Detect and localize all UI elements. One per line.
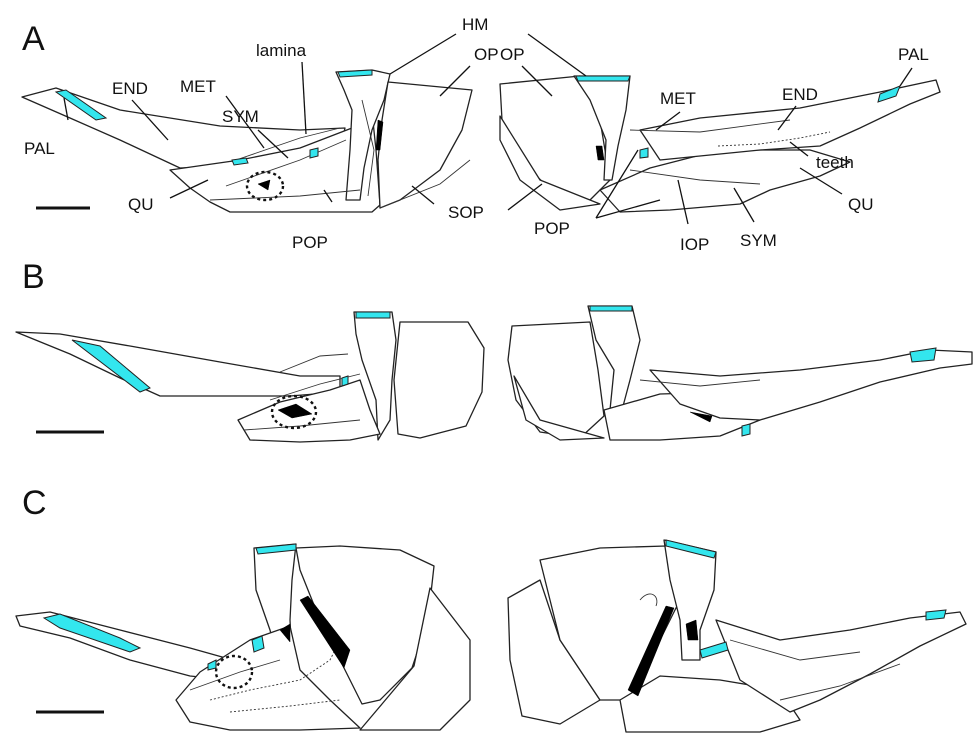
panel-a-right-specimen — [500, 76, 940, 212]
label-lamina: lamina — [256, 41, 307, 60]
label-pop-right: POP — [534, 219, 570, 238]
a-left-sym-cartilage — [310, 148, 318, 158]
panel-c-right-specimen — [508, 540, 966, 732]
label-end-left: END — [112, 79, 148, 98]
b-left-opercle — [394, 322, 484, 438]
label-sym-right: SYM — [740, 231, 777, 250]
a-right-hm-cartilage — [576, 76, 630, 81]
label-met-left: MET — [180, 77, 216, 96]
a-right-met-cartilage — [640, 148, 648, 158]
label-sym-left: SYM — [222, 107, 259, 126]
leader-sop-right — [508, 184, 542, 210]
b-right-hm-cartilage — [590, 306, 632, 311]
label-sop-left: SOP — [448, 203, 484, 222]
leader-hm-left — [390, 34, 456, 74]
leader-pal-right — [900, 68, 912, 86]
label-pal-right: PAL — [898, 45, 929, 64]
label-qu-left: QU — [128, 195, 154, 214]
b-left-palatine-endopterygoid — [16, 332, 340, 396]
a-right-quadrate-preopercle — [600, 150, 850, 212]
label-op-right: OP — [500, 45, 525, 64]
b-right-opercle — [508, 322, 604, 438]
panel-a-left-specimen — [22, 70, 472, 212]
panel-label-a: A — [22, 20, 45, 58]
leader-lamina — [302, 62, 306, 134]
label-pop-left: POP — [292, 233, 328, 252]
label-end-right: END — [782, 85, 818, 104]
panel-b-left-specimen — [16, 312, 484, 442]
panel-label-c: C — [22, 484, 47, 522]
a-left-opercle — [378, 82, 472, 208]
panel-b-right-specimen — [508, 306, 972, 440]
label-iop: IOP — [680, 235, 709, 254]
leader-hm-right — [528, 34, 586, 76]
c-right-sym-cartilage — [700, 642, 728, 658]
b-right-pal-cartilage — [910, 348, 936, 362]
panel-c-left-specimen — [16, 544, 470, 730]
leader-sop-left — [412, 186, 434, 204]
c-right-pal-cartilage — [926, 610, 946, 620]
label-teeth: teeth — [816, 153, 854, 172]
b-left-sym-cartilage — [342, 376, 348, 386]
b-left-hm-cartilage — [356, 312, 390, 318]
b-left-met-line — [280, 354, 348, 372]
label-pal-left: PAL — [24, 139, 55, 158]
label-op-left: OP — [474, 45, 499, 64]
panel-label-b: B — [22, 258, 45, 296]
label-met-right: MET — [660, 89, 696, 108]
label-qu-right: QU — [848, 195, 874, 214]
b-right-qu-cartilage — [742, 424, 750, 436]
label-hm: HM — [462, 15, 488, 34]
